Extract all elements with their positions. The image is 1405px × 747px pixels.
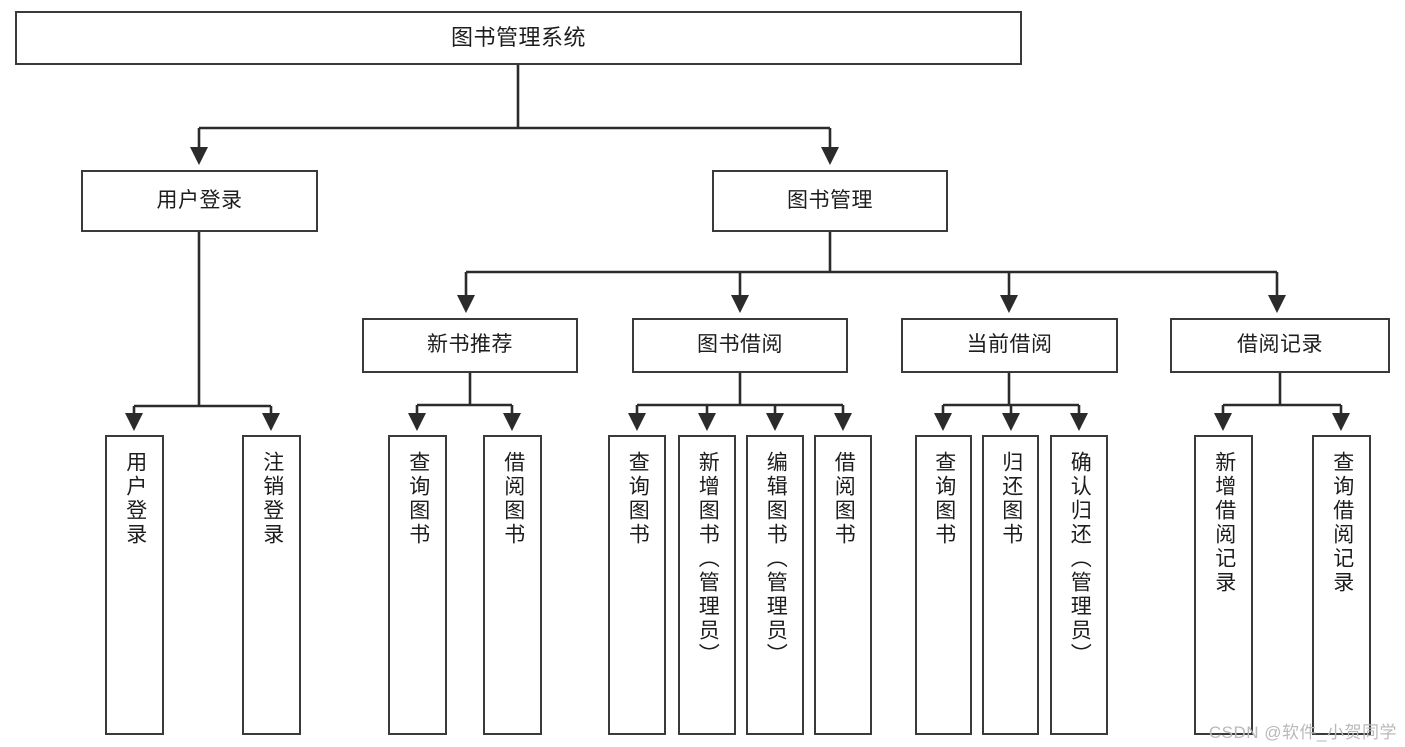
- leaf-node[interactable]: 编辑图书（管理员）: [746, 435, 804, 735]
- leaf-node[interactable]: 查询图书: [915, 435, 972, 735]
- leaf-node[interactable]: 查询图书: [608, 435, 666, 735]
- node-book-management-label: 图书管理: [787, 188, 873, 212]
- watermark-text: CSDN @软件_小贺同学: [1208, 723, 1397, 742]
- leaf-node-label: 借阅图书: [832, 451, 856, 547]
- leaf-node[interactable]: 确认归还（管理员）: [1050, 435, 1108, 735]
- leaf-node-label: 借阅图书: [501, 451, 525, 547]
- leaf-node-label: 查询图书: [626, 451, 650, 547]
- leaf-node-label: 归还图书: [999, 451, 1023, 547]
- node-book-management[interactable]: 图书管理: [712, 170, 948, 232]
- leaf-node-label: 查询图书: [406, 451, 430, 547]
- node-root[interactable]: 图书管理系统: [15, 11, 1022, 65]
- node-user-login-label: 用户登录: [156, 188, 243, 212]
- node-current-borrow[interactable]: 当前借阅: [901, 318, 1118, 373]
- leaf-node-label: 编辑图书（管理员）: [764, 451, 788, 667]
- leaf-node-label: 确认归还（管理员）: [1068, 451, 1092, 667]
- node-root-label: 图书管理系统: [450, 25, 586, 51]
- leaf-node-label: 新增图书（管理员）: [696, 451, 720, 667]
- leaf-node[interactable]: 查询图书: [388, 435, 447, 735]
- node-borrow-record[interactable]: 借阅记录: [1170, 318, 1390, 373]
- node-current-borrow-label: 当前借阅: [966, 333, 1053, 357]
- leaf-node[interactable]: 新增图书（管理员）: [678, 435, 736, 735]
- node-new-book-recommend[interactable]: 新书推荐: [362, 318, 578, 373]
- leaf-node-label: 新增借阅记录: [1212, 451, 1236, 595]
- leaf-node-label: 用户登录: [123, 451, 147, 547]
- leaf-node[interactable]: 新增借阅记录: [1194, 435, 1253, 735]
- leaf-node-label: 查询借阅记录: [1330, 451, 1354, 595]
- leaf-node[interactable]: 用户登录: [105, 435, 164, 735]
- leaf-node[interactable]: 归还图书: [982, 435, 1039, 735]
- node-borrow-record-label: 借阅记录: [1237, 333, 1323, 357]
- leaf-node-label: 查询图书: [932, 451, 956, 547]
- node-book-borrow-label: 图书借阅: [697, 333, 783, 357]
- node-book-borrow[interactable]: 图书借阅: [632, 318, 848, 373]
- leaf-node[interactable]: 借阅图书: [483, 435, 542, 735]
- leaf-node[interactable]: 注销登录: [242, 435, 301, 735]
- leaf-node[interactable]: 借阅图书: [814, 435, 872, 735]
- leaf-node-label: 注销登录: [260, 451, 284, 547]
- node-user-login[interactable]: 用户登录: [81, 170, 318, 232]
- leaf-node[interactable]: 查询借阅记录: [1312, 435, 1371, 735]
- node-new-book-recommend-label: 新书推荐: [427, 333, 513, 357]
